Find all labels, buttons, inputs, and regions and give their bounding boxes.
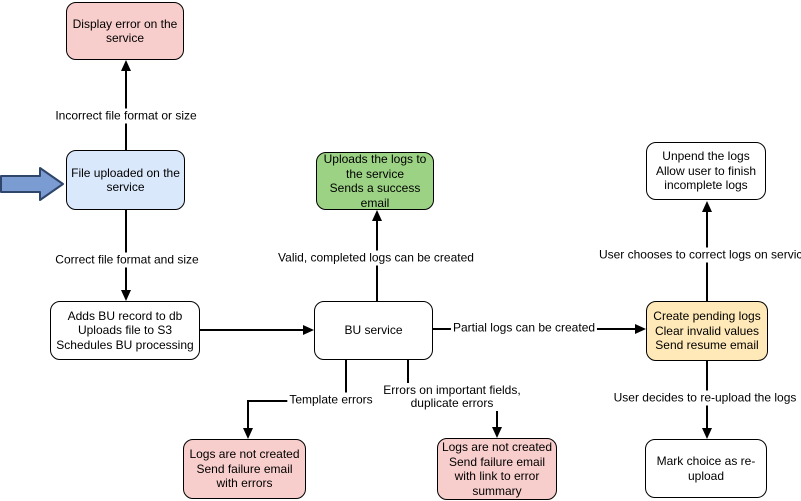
- node-logs-not-created-errors: Logs are not created Send failure email …: [183, 439, 306, 499]
- arrowhead-up-icon: [702, 201, 712, 212]
- edge-label-template-errors: Template errors: [287, 392, 375, 408]
- arrowhead-right-icon: [303, 325, 314, 335]
- node-uploads-logs: Uploads the logs to the service Sends a …: [316, 152, 434, 210]
- edge-template-errors-line: [247, 400, 249, 429]
- node-unpend-logs-line: Unpend the logs: [662, 149, 750, 164]
- arrowhead-up-icon: [372, 210, 382, 221]
- edge-label-correct-format: Correct file format and size: [53, 252, 201, 268]
- node-uploads-logs-line: Sends a success: [329, 181, 421, 195]
- node-logs-not-created-errors-line: Send failure email: [196, 461, 293, 476]
- node-uploads-logs-line: email: [360, 195, 390, 210]
- node-create-pending-logs-line: Create pending logs: [653, 309, 761, 324]
- node-bu-service-line: BU service: [344, 323, 403, 338]
- edge-label-user-corrects: User chooses to correct logs on service: [596, 247, 801, 263]
- arrowhead-up-icon: [121, 60, 131, 71]
- node-uploads-logs-line: Uploads the logs to: [323, 152, 427, 166]
- arrowhead-down-icon: [121, 290, 131, 301]
- edge-label-valid-logs: Valid, completed logs can be created: [276, 250, 476, 266]
- arrowhead-down-icon: [492, 427, 502, 438]
- node-unpend-logs-line: Allow user to finish: [655, 163, 757, 178]
- node-file-uploaded: File uploaded on the service: [66, 150, 185, 210]
- node-logs-not-created-summary-line: Logs are not created: [441, 440, 553, 454]
- node-logs-not-created-summary-line: summary: [472, 483, 522, 498]
- node-adds-bu-record: Adds BU record to db Uploads file to S3 …: [50, 301, 200, 360]
- node-file-uploaded-line: File uploaded on the: [71, 165, 180, 180]
- node-file-uploaded-line: service: [106, 180, 145, 194]
- node-display-error: Display error on the service: [66, 2, 184, 60]
- node-logs-not-created-summary-line: Send failure email: [448, 454, 546, 469]
- edge-adds-to-bu-line: [200, 329, 304, 331]
- start-pointer-arrow-icon: [0, 167, 64, 201]
- edge-important-errors-line: [496, 400, 498, 429]
- arrowhead-down-icon: [702, 428, 712, 439]
- node-logs-not-created-summary-line: with link to error: [454, 469, 540, 483]
- node-display-error-line: service: [105, 31, 144, 45]
- node-logs-not-created-errors-line: Logs are not created: [189, 447, 300, 462]
- node-display-error-line: Display error on the: [72, 16, 178, 31]
- node-uploads-logs-line: the service: [345, 166, 405, 181]
- node-unpend-logs-line: incomplete logs: [664, 178, 748, 193]
- node-logs-not-created-errors-line: with errors: [216, 476, 273, 491]
- node-create-pending-logs-line: Send resume email: [655, 338, 759, 353]
- node-mark-reupload-line: upload: [687, 468, 725, 483]
- node-unpend-logs: Unpend the logs Allow user to finish inc…: [646, 142, 766, 200]
- node-create-pending-logs: Create pending logs Clear invalid values…: [646, 301, 768, 361]
- edge-important-errors-line: [407, 360, 409, 401]
- node-create-pending-logs-line: Clear invalid values: [654, 323, 760, 338]
- node-adds-bu-record-line: Adds BU record to db: [67, 308, 183, 323]
- edge-template-errors-line: [345, 360, 347, 401]
- arrowhead-down-icon: [243, 428, 253, 439]
- node-mark-reupload-line: Mark choice as re-: [656, 454, 756, 468]
- node-mark-reupload: Mark choice as re- upload: [645, 439, 767, 498]
- edge-label-partial-logs: Partial logs can be created: [450, 320, 598, 336]
- node-adds-bu-record-line: Uploads file to S3: [77, 323, 173, 338]
- edge-label-incorrect-format: Incorrect file format or size: [53, 108, 199, 124]
- edge-label-important-errors: Errors on important fields, duplicate er…: [381, 383, 523, 411]
- edge-label-user-reuploads: User decides to re-upload the logs: [611, 390, 799, 406]
- node-adds-bu-record-line: Schedules BU processing: [56, 337, 194, 352]
- node-logs-not-created-summary: Logs are not created Send failure email …: [437, 438, 557, 500]
- arrowhead-right-icon: [635, 324, 646, 334]
- node-bu-service: BU service: [314, 301, 433, 360]
- edge-correct-format-line: [125, 210, 127, 291]
